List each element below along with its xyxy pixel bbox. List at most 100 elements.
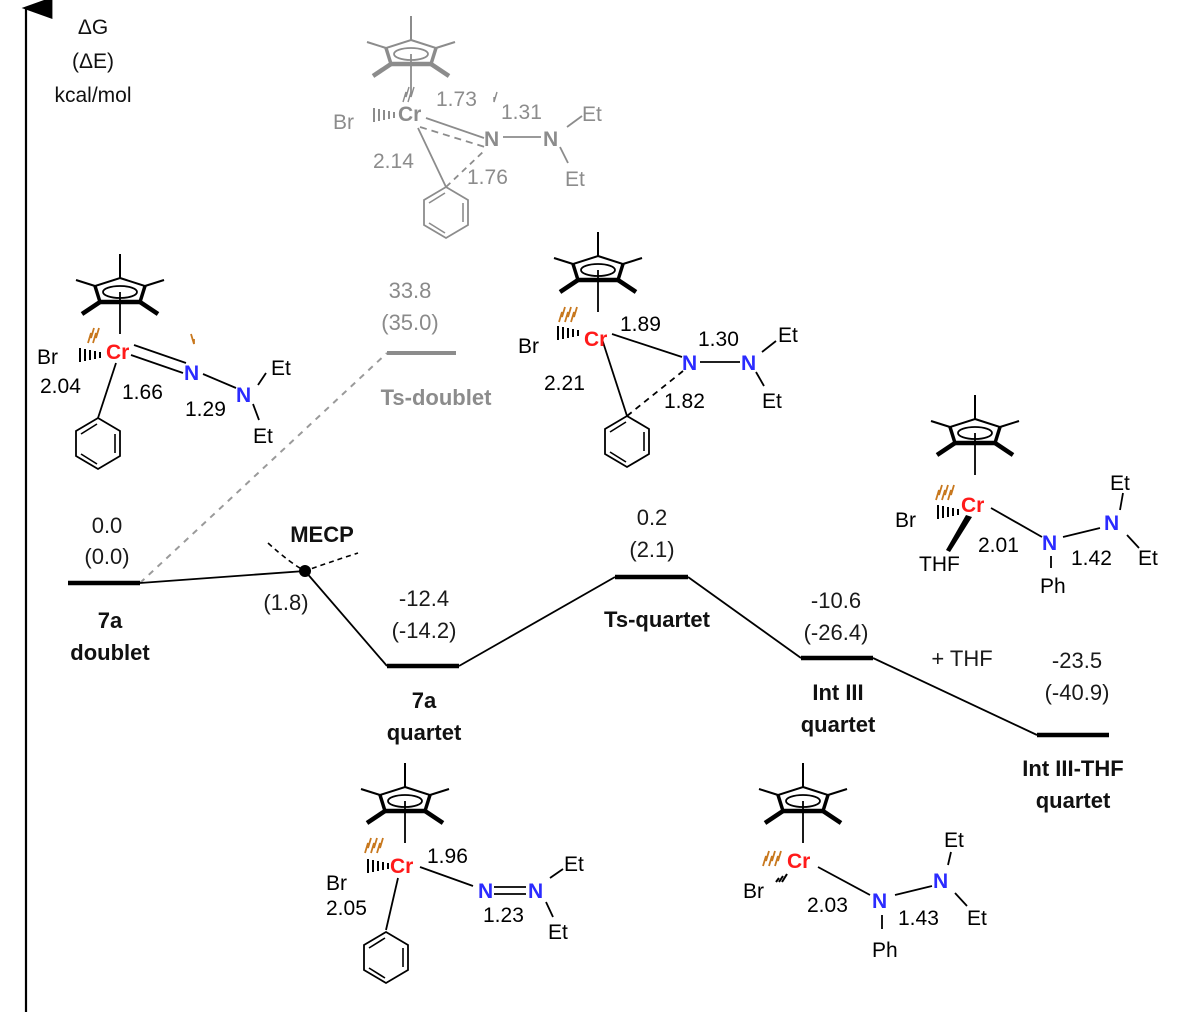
dg-int3-quartet: -10.6 [811, 588, 861, 613]
bond-line [759, 763, 847, 843]
axis-label-dg: ΔG [78, 16, 108, 39]
atom-label-et2: Et [762, 390, 782, 413]
bond-line [566, 115, 583, 128]
bond-line [133, 344, 187, 364]
de-7a-quartet: (-14.2) [392, 618, 457, 643]
bond-line [1126, 534, 1140, 549]
bond-line [990, 507, 1043, 538]
bond-line [425, 117, 485, 139]
de-int3-thf-quartet: (-40.9) [1045, 680, 1110, 705]
atom-label-et1: Et [944, 829, 964, 852]
connector-int3-int3thf [872, 657, 1038, 736]
bond-line [367, 16, 455, 96]
label-int3-quartet-1: Int III [812, 680, 863, 705]
atom-label-et1: Et [564, 853, 584, 876]
bond-line [419, 126, 486, 148]
connector-7a-quartet-ts [458, 576, 616, 667]
atom-label-br: Br [333, 111, 354, 134]
bond-line [775, 873, 788, 883]
atom-label-br: Br [743, 880, 764, 903]
label-7a-quartet-2: quartet [387, 720, 462, 745]
bond-line [385, 877, 399, 931]
atom-label-d3: 1.23 [483, 904, 524, 927]
bond-line [252, 403, 260, 421]
structure-7a-doublet: Br Cr N N Et Et 2.04 1.66 1.29 [37, 254, 291, 470]
dg-7a-quartet: -12.4 [399, 586, 449, 611]
label-int3-thf-quartet-1: Int III-THF [1022, 756, 1123, 781]
axis-label-de: (ΔE) [72, 50, 114, 73]
label-int3-quartet-2: quartet [801, 712, 876, 737]
bond-line [947, 851, 952, 866]
bond-line [1119, 492, 1124, 511]
atom-label-d4: 1.76 [467, 166, 508, 189]
bond-line [559, 146, 569, 164]
atom-label-d2: 1.30 [698, 328, 739, 351]
bond-line [363, 931, 409, 984]
bond-line [937, 504, 959, 520]
atom-label-d2: 1.66 [122, 381, 163, 404]
atom-label-n1: N [184, 362, 199, 385]
label-ts-quartet: Ts-quartet [604, 607, 711, 632]
label-int3-thf-quartet-2: quartet [1036, 788, 1111, 813]
atom-label-d4: 1.82 [664, 390, 705, 413]
bond-line [79, 347, 101, 363]
bond-line [755, 371, 765, 387]
atom-label-et1: Et [778, 324, 798, 347]
atom-label-cr: Cr [787, 850, 810, 873]
connector-mecp-7a-quartet [304, 570, 388, 667]
atom-label-ph: Ph [872, 939, 898, 962]
step-annotation-thf: + THF [931, 646, 992, 671]
connector-ts-int3 [687, 576, 802, 659]
bond-line [97, 362, 117, 419]
bond-line [419, 866, 474, 887]
atom-label-d2: 1.43 [898, 907, 939, 930]
bond-line [626, 370, 684, 417]
atom-label-n2: N [933, 870, 948, 893]
mecp-crossing-curve [267, 542, 359, 572]
atom-label-et1: Et [271, 357, 291, 380]
atom-label-d1: 1.96 [427, 845, 468, 868]
atom-label-et1: Et [582, 103, 602, 126]
structure-ts-doublet: Br Cr N N Et Et 1.73 1.31 2.14 1.76 [333, 16, 602, 239]
doublet-path-connector [139, 352, 388, 584]
atom-label-et2: Et [1138, 547, 1158, 570]
structure-7a-quartet: Br Cr N N Et Et 1.96 2.05 1.23 [326, 763, 584, 984]
bond-line [601, 338, 628, 417]
atom-label-cr: Cr [106, 341, 129, 364]
atom-label-d1: 1.89 [620, 313, 661, 336]
bond-line [1062, 527, 1101, 538]
de-ts-doublet: (35.0) [381, 310, 438, 335]
connector-7a-doublet-mecp [139, 570, 306, 584]
atom-label-n1: N [478, 880, 493, 903]
atom-label-n2: N [741, 352, 756, 375]
atom-label-n2: N [1104, 512, 1119, 535]
bond-line [557, 325, 579, 341]
bond-line [190, 333, 195, 345]
atom-label-n1: N [1042, 532, 1057, 555]
atom-label-n1: N [484, 128, 499, 151]
atom-label-n2: N [528, 880, 543, 903]
atom-label-n1: N [682, 352, 697, 375]
bond-line [817, 866, 871, 896]
bond-line [402, 86, 415, 103]
bond-line [493, 91, 498, 103]
bond-line [954, 892, 968, 907]
atom-label-et1: Et [1110, 472, 1130, 495]
atom-label-d2: 1.42 [1071, 547, 1112, 570]
dg-7a-doublet: 0.0 [92, 513, 123, 538]
atom-label-ph: Ph [1040, 575, 1066, 598]
atom-label-et2: Et [548, 921, 568, 944]
bond-line [361, 763, 449, 843]
de-mecp: (1.8) [263, 590, 308, 615]
bond-line [894, 885, 933, 896]
bond-line [87, 327, 100, 344]
atom-label-d3: 1.29 [185, 398, 226, 421]
bond-line [935, 484, 955, 501]
label-mecp: MECP [290, 522, 354, 547]
structure-ts-quartet: Br Cr N N Et Et 1.89 1.30 2.21 1.82 [518, 232, 798, 468]
structure-int3: Br Cr N N Et Et Ph 2.03 1.43 [743, 763, 987, 962]
atom-label-br: Br [895, 509, 916, 532]
atom-label-br: Br [37, 346, 58, 369]
bond-line [76, 254, 164, 334]
